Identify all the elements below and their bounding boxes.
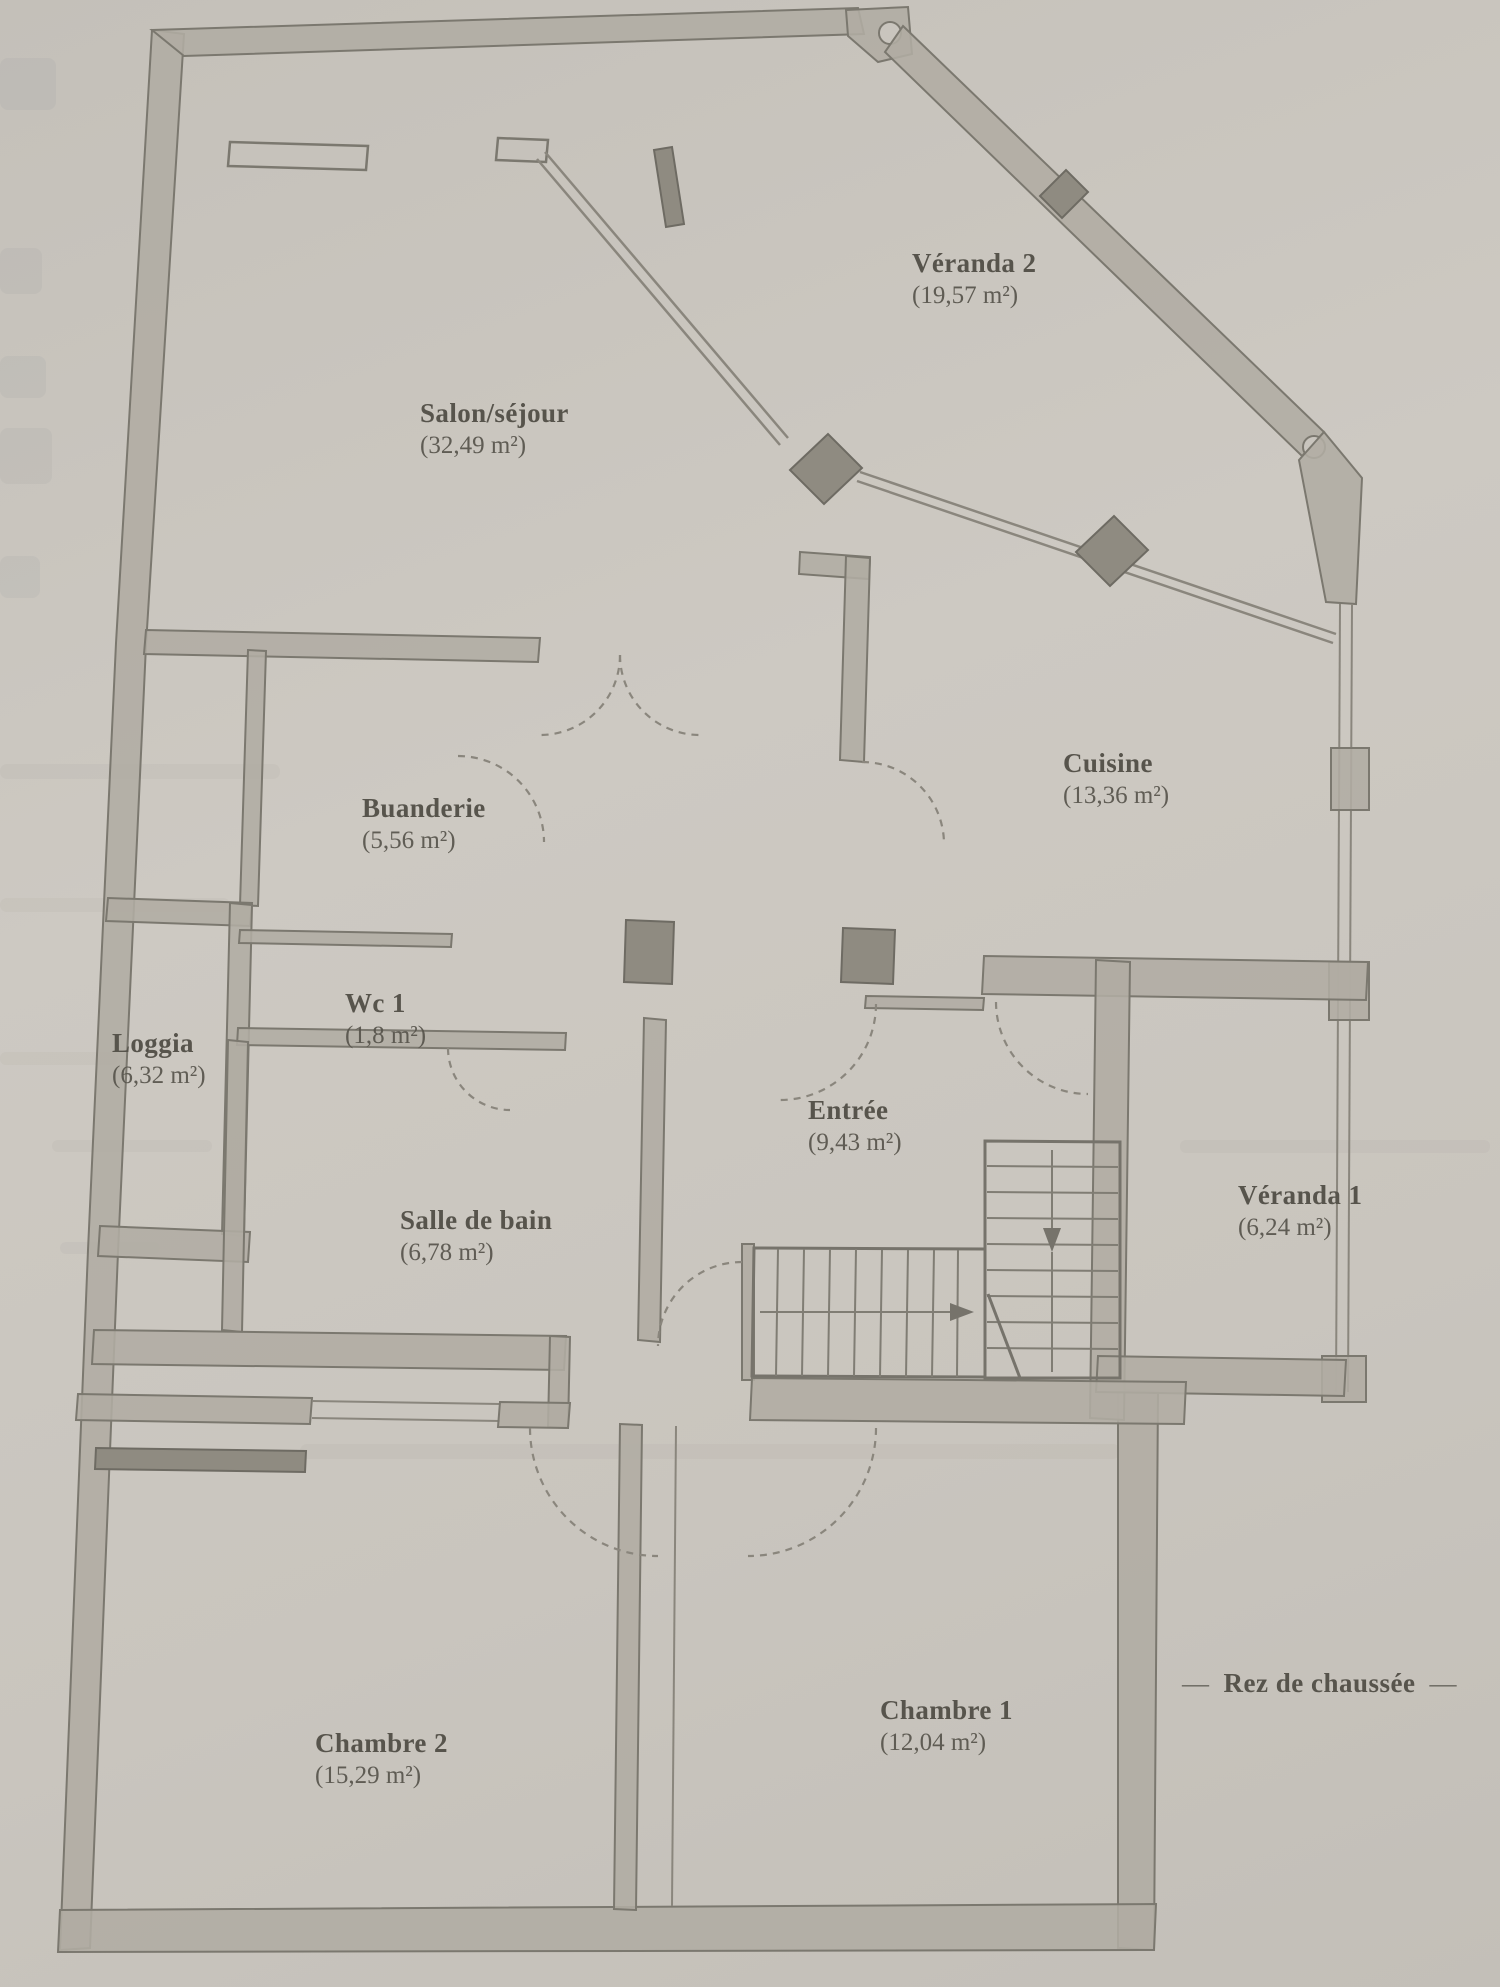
room-name: Loggia: [112, 1028, 194, 1058]
outer-walls: [56, 5, 1370, 1954]
room-label-loggia: Loggia (6,32 m²): [112, 1028, 206, 1090]
door-swing-arcs: [446, 654, 1089, 1558]
room-area: (9,43 m²): [808, 1129, 902, 1156]
room-area: (6,78 m²): [400, 1239, 494, 1266]
staircase: [750, 1139, 1122, 1380]
room-label-salon-sejour: Salon/séjour (32,49 m²): [420, 398, 569, 460]
room-name: Salle de bain: [400, 1205, 553, 1235]
room-label-chambre-2: Chambre 2 (15,29 m²): [315, 1728, 448, 1790]
room-name: Véranda 1: [1238, 1180, 1363, 1210]
room-name: Cuisine: [1063, 748, 1153, 778]
room-name: Buanderie: [362, 793, 486, 823]
room-name: Entrée: [808, 1095, 889, 1125]
room-area: (6,24 m²): [1238, 1214, 1332, 1241]
room-label-buanderie: Buanderie (5,56 m²): [362, 793, 486, 855]
room-label-entree: Entrée (9,43 m²): [808, 1095, 902, 1157]
room-label-chambre-1: Chambre 1 (12,04 m²): [880, 1695, 1013, 1757]
room-name: Salon/séjour: [420, 398, 569, 428]
room-label-veranda-2: Véranda 2 (19,57 m²): [912, 248, 1036, 310]
floor-title-text: Rez de chaussée: [1223, 1668, 1416, 1698]
room-label-veranda-1: Véranda 1 (6,24 m²): [1238, 1180, 1362, 1242]
room-label-wc-1: Wc 1 (1,8 m²): [345, 988, 426, 1050]
room-label-salle-de-bain: Salle de bain (6,78 m²): [400, 1205, 552, 1267]
room-area: (32,49 m²): [420, 432, 527, 459]
room-name: Chambre 2: [315, 1728, 448, 1758]
interior-walls: [74, 136, 1370, 1912]
room-name: Véranda 2: [912, 248, 1037, 278]
room-area: (6,32 m²): [112, 1062, 206, 1089]
floor-title: — Rez de chaussée —: [1168, 1668, 1471, 1699]
room-area: (12,04 m²): [880, 1729, 987, 1756]
room-area: (1,8 m²): [345, 1022, 427, 1049]
room-name: Wc 1: [345, 988, 406, 1018]
room-area: (13,36 m²): [1063, 782, 1170, 809]
room-area: (19,57 m²): [912, 282, 1019, 309]
room-name: Chambre 1: [880, 1695, 1013, 1725]
room-area: (15,29 m²): [315, 1762, 422, 1789]
room-label-cuisine: Cuisine (13,36 m²): [1063, 748, 1169, 810]
title-dash-left: —: [1182, 1668, 1210, 1698]
title-dash-right: —: [1429, 1668, 1457, 1698]
room-area: (5,56 m²): [362, 827, 456, 854]
